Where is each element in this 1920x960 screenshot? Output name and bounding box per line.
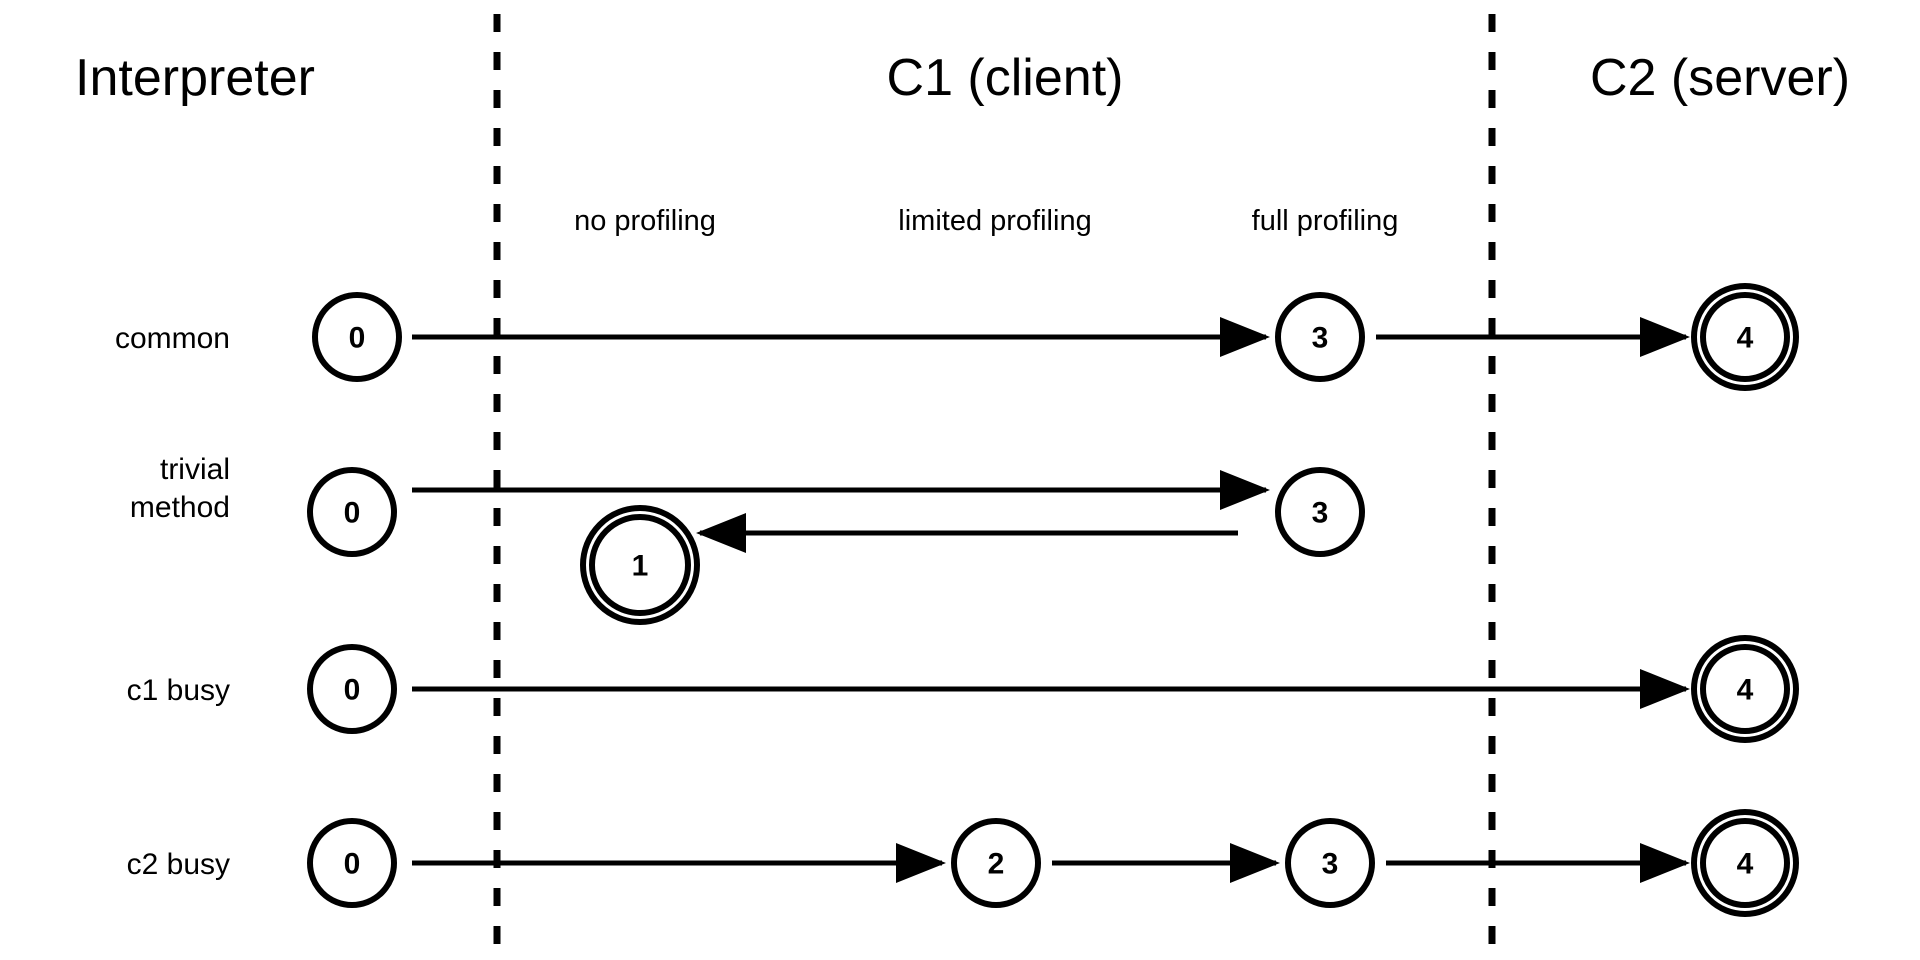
node-trivial-0[interactable]: 0: [307, 467, 397, 557]
diagram-row-common: common 0 3 4: [115, 283, 1799, 391]
node-label: 4: [1737, 322, 1754, 355]
row-label-line: trivial: [160, 453, 230, 486]
node-c2busy-4[interactable]: 4: [1691, 809, 1799, 917]
node-label: 1: [632, 550, 649, 583]
diagram-row-c2-busy: c2 busy 0 2 3 4: [127, 809, 1799, 917]
node-inner-ring: [1700, 818, 1790, 908]
node-c2busy-3[interactable]: 3: [1285, 818, 1375, 908]
node-label: 3: [1312, 322, 1329, 355]
node-label: 0: [344, 497, 361, 530]
phase-label-limited-profiling: limited profiling: [898, 205, 1091, 237]
node-label: 4: [1737, 848, 1754, 881]
node-ring: [1275, 467, 1365, 557]
node-label: 0: [349, 322, 366, 355]
phase-label-no-profiling: no profiling: [574, 205, 716, 237]
node-label: 3: [1312, 497, 1329, 530]
node-ring: [1275, 292, 1365, 382]
node-trivial-3[interactable]: 3: [1275, 467, 1365, 557]
node-c2busy-0[interactable]: 0: [307, 818, 397, 908]
column-header-interpreter: Interpreter: [75, 49, 315, 107]
phase-labels: no profiling limited profiling full profil…: [574, 205, 1398, 237]
row-label-c2-busy: c2 busy: [127, 848, 230, 881]
node-ring: [307, 467, 397, 557]
node-label: 3: [1322, 848, 1339, 881]
phase-label-full-profiling: full profiling: [1252, 205, 1399, 237]
node-common-0[interactable]: 0: [312, 292, 402, 382]
node-ring: [1285, 818, 1375, 908]
node-ring: [312, 292, 402, 382]
node-label: 0: [344, 674, 361, 707]
node-inner-ring: [1700, 292, 1790, 382]
diagram-row-trivial-method: trivial method 0 3 1: [130, 453, 1365, 625]
node-label: 2: [988, 848, 1005, 881]
node-inner-ring: [1700, 644, 1790, 734]
node-label: 0: [344, 848, 361, 881]
node-common-4[interactable]: 4: [1691, 283, 1799, 391]
node-c1busy-0[interactable]: 0: [307, 644, 397, 734]
node-trivial-1[interactable]: 1: [580, 505, 700, 625]
row-label-c1-busy: c1 busy: [127, 674, 230, 707]
node-c2busy-2[interactable]: 2: [951, 818, 1041, 908]
column-dividers: [493, 14, 1496, 958]
node-ring: [307, 644, 397, 734]
node-label: 4: [1737, 674, 1754, 707]
row-label-common: common: [115, 322, 230, 355]
node-ring: [307, 818, 397, 908]
node-c1busy-4[interactable]: 4: [1691, 635, 1799, 743]
column-header-c1: C1 (client): [887, 49, 1124, 107]
row-label-line: method: [130, 491, 230, 524]
column-header-c2: C2 (server): [1590, 49, 1850, 107]
diagram-row-c1-busy: c1 busy 0 4: [127, 635, 1799, 743]
node-common-3[interactable]: 3: [1275, 292, 1365, 382]
node-ring: [951, 818, 1041, 908]
node-inner-ring: [589, 514, 691, 616]
column-headers: Interpreter C1 (client) C2 (server): [75, 49, 1850, 107]
row-label-trivial-method: trivial method: [130, 453, 230, 524]
